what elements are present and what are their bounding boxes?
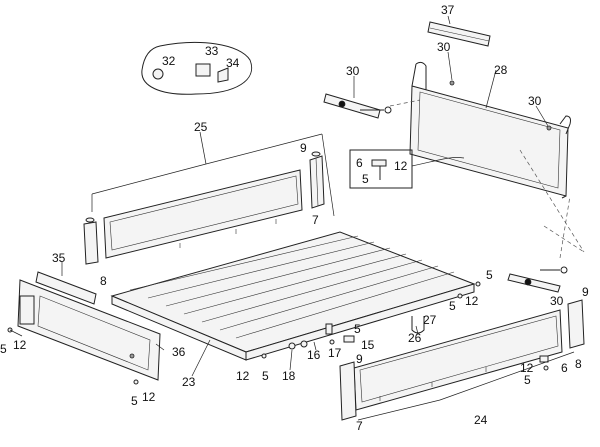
label-6-upper: 6 [356, 156, 363, 170]
label-24: 24 [474, 413, 488, 427]
part-30-rod-upper [323, 93, 421, 119]
label-30-lower: 30 [550, 294, 564, 308]
hardware-details [7, 281, 549, 385]
part-35-bar [35, 271, 97, 305]
label-12-bottom: 12 [236, 369, 250, 383]
label-34: 34 [226, 56, 240, 70]
label-27: 27 [423, 313, 437, 327]
label-32: 32 [162, 54, 176, 68]
label-12-left: 12 [13, 338, 27, 352]
label-5-right: 5 [449, 299, 456, 313]
label-5-bottom: 5 [262, 369, 269, 383]
label-7-upper: 7 [312, 213, 319, 227]
label-37: 37 [441, 3, 455, 17]
label-7-lower: 7 [356, 419, 363, 433]
label-5-right-top: 5 [486, 268, 493, 282]
label-30-top: 30 [437, 40, 451, 54]
label-25: 25 [194, 120, 208, 134]
label-6-lower-right: 6 [561, 361, 568, 375]
label-8-left: 8 [100, 274, 107, 288]
label-16: 16 [307, 348, 321, 362]
label-5-upper: 5 [362, 172, 369, 186]
label-30-right: 30 [528, 94, 542, 108]
label-12-bottom-left: 12 [142, 390, 156, 404]
construction-lines [519, 149, 585, 253]
label-5-left: 5 [0, 342, 7, 356]
label-15: 15 [361, 338, 375, 352]
label-23: 23 [182, 375, 196, 389]
label-12-right: 12 [465, 294, 479, 308]
detail-bubble-6-12-5 [349, 149, 465, 189]
label-9-right: 9 [582, 285, 589, 299]
label-18: 18 [282, 369, 296, 383]
label-12-upper: 12 [394, 159, 408, 173]
post-9-7-upper [309, 151, 325, 209]
label-9-upper: 9 [300, 141, 307, 155]
label-5-mid: 5 [354, 322, 361, 336]
label-17: 17 [328, 346, 342, 360]
label-28: 28 [494, 63, 508, 77]
part-24-side-panel [339, 299, 585, 421]
label-30-rod: 30 [346, 64, 360, 78]
part-30-rod-lower [507, 195, 571, 293]
label-33: 33 [205, 44, 219, 58]
label-8-right: 8 [575, 357, 582, 371]
part-37-bar [427, 21, 491, 47]
label-26: 26 [408, 331, 422, 345]
leader-lines [9, 15, 575, 421]
label-9-lower: 9 [356, 352, 363, 366]
label-12-lower-right: 12 [520, 361, 534, 375]
part-28-rear-panel [409, 61, 571, 199]
callout-labels: 37 30 28 30 32 33 34 30 25 9 6 12 5 7 8 … [0, 3, 589, 433]
label-5-bottom-left: 5 [131, 394, 138, 408]
post-8-9-left [83, 217, 99, 265]
part-36-front-panel [17, 279, 161, 381]
floor-slats-static [129, 235, 455, 339]
label-5-lower-right: 5 [524, 373, 531, 387]
label-35: 35 [52, 251, 66, 265]
label-36: 36 [172, 345, 186, 359]
small-parts-bubble [141, 41, 253, 95]
part-25-side-panel [103, 169, 303, 259]
